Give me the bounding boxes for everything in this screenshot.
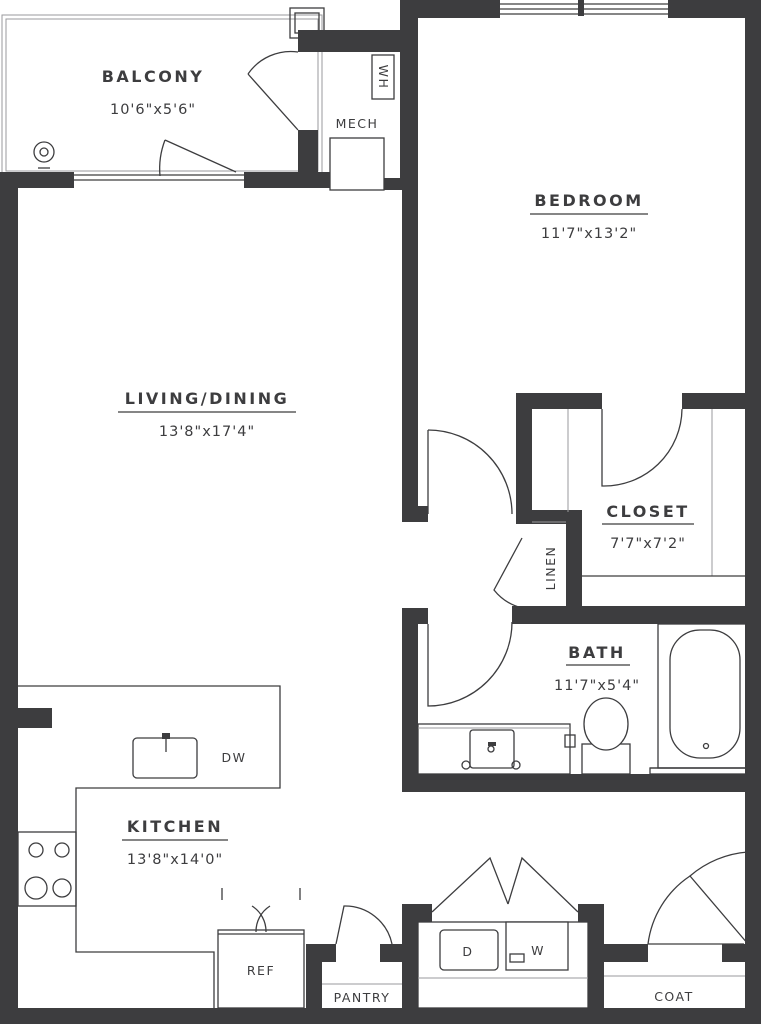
kitchen-name: KITCHEN [127,817,223,836]
bedroom-label: BEDROOM 11'7"x13'2" [530,191,648,242]
living-name: LIVING/DINING [125,389,289,408]
pantry-label: PANTRY [334,990,391,1005]
washer-label: W [531,943,545,958]
bath-name: BATH [568,643,626,662]
balcony-drain [33,141,55,169]
ref-label: REF [247,963,275,978]
closet-dims: 7'7"x7'2" [610,536,686,552]
linen-label: LINEN [543,546,558,591]
fixture-labels: MECH WH LINEN DW REF PANTRY D W COAT [222,65,694,1005]
balcony-label: BALCONY 10'6"x5'6" [102,67,205,118]
mech-label: MECH [336,116,379,131]
doors [159,50,749,945]
living-dims: 13'8"x17'4" [159,424,255,440]
interior-fixtures [17,54,748,1009]
bedroom-dims: 11'7"x13'2" [541,226,637,242]
windows [60,0,668,188]
balcony-name: BALCONY [102,67,205,86]
coat-label: COAT [654,989,694,1004]
dw-label: DW [222,750,247,765]
closet-name: CLOSET [606,502,689,521]
kitchen-dims: 13'8"x14'0" [127,852,223,868]
living-label: LIVING/DINING 13'8"x17'4" [118,389,296,440]
room-labels: BALCONY 10'6"x5'6" BEDROOM 11'7"x13'2" L… [102,67,694,868]
bath-dims: 11'7"x5'4" [554,678,640,694]
wh-label: WH [376,65,391,90]
kitchen-label: KITCHEN 13'8"x14'0" [122,817,228,868]
dryer-label: D [462,944,473,959]
closet-label: CLOSET 7'7"x7'2" [602,502,694,552]
balcony-railing [1,7,325,176]
bath-label: BATH 11'7"x5'4" [554,643,640,694]
bedroom-name: BEDROOM [534,191,643,210]
balcony-dims: 10'6"x5'6" [110,102,196,118]
